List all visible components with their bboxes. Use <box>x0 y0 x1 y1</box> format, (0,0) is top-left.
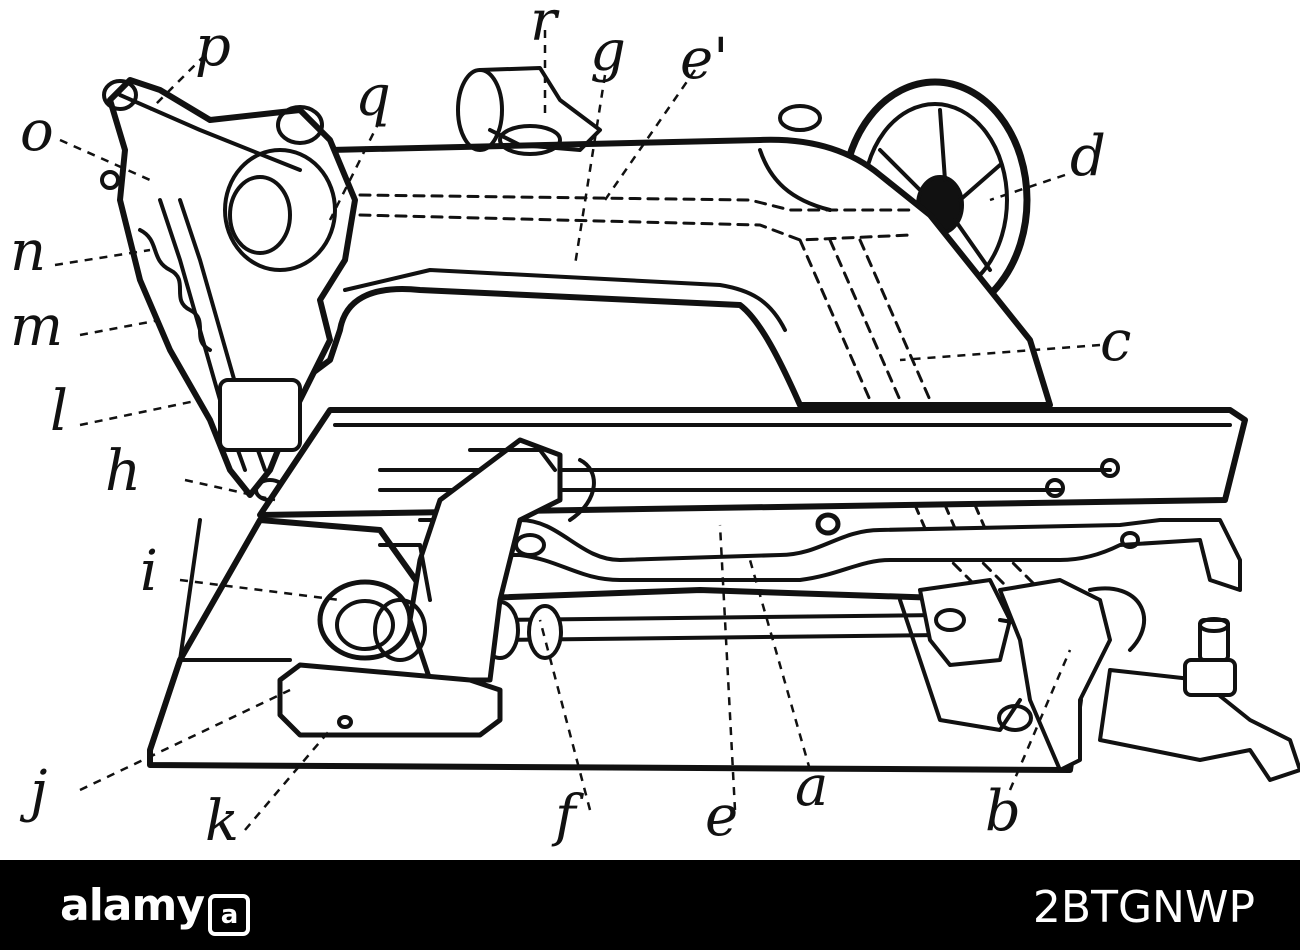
label-o: o <box>20 99 54 164</box>
label-h: h <box>105 439 141 504</box>
label-b: b <box>985 779 1021 844</box>
leader-e-prime <box>603 69 697 201</box>
stock-logo-text: alamy <box>60 880 205 931</box>
leader-i <box>179 578 341 602</box>
label-r: r <box>530 0 560 54</box>
label-n: n <box>10 219 46 284</box>
label-i: i <box>140 539 158 604</box>
leader-e <box>718 524 737 811</box>
label-e-prime: e' <box>680 27 729 92</box>
leader-m <box>79 318 161 337</box>
label-l: l <box>50 379 68 444</box>
leader-b <box>1008 649 1072 791</box>
label-e: e <box>705 784 738 849</box>
leader-k <box>244 729 331 831</box>
leader-c <box>899 343 1101 362</box>
diagram-labels: p r g e' q o d n m c l h i j k f e a b <box>10 0 1131 854</box>
thread-guide <box>456 66 822 156</box>
leader-h <box>184 478 276 502</box>
belt-cradle <box>1098 617 1300 782</box>
leader-p <box>149 54 206 111</box>
machine-head <box>100 77 358 502</box>
stock-logo-box: a <box>208 894 250 936</box>
image-id: 2BTGNWP <box>1032 882 1255 933</box>
label-m: m <box>10 294 63 359</box>
bed-plate <box>257 407 1248 518</box>
sewing-machine-diagram: p r g e' q o d n m c l h i j k f e a b <box>10 0 1300 854</box>
label-c: c <box>1100 309 1131 374</box>
leader-g <box>573 74 607 266</box>
leader-a <box>748 559 812 771</box>
leader-n <box>54 248 151 267</box>
machine-drawing <box>100 66 1300 782</box>
leader-q <box>328 119 382 221</box>
feed-frame <box>418 512 1242 592</box>
label-d: d <box>1070 124 1106 189</box>
machine-arm <box>297 136 1053 408</box>
label-k: k <box>205 789 239 854</box>
leader-f <box>538 619 592 811</box>
leader-d <box>989 173 1066 202</box>
shuttle-assembly <box>277 437 596 738</box>
label-g: g <box>590 19 626 84</box>
label-j: j <box>19 759 47 824</box>
label-a: a <box>795 754 828 819</box>
leader-lines <box>54 30 1101 831</box>
leader-l <box>79 398 201 427</box>
label-f: f <box>551 784 585 849</box>
right-bracket <box>997 578 1147 772</box>
leader-o <box>59 138 151 182</box>
label-q: q <box>355 64 391 129</box>
label-p: p <box>195 14 231 79</box>
